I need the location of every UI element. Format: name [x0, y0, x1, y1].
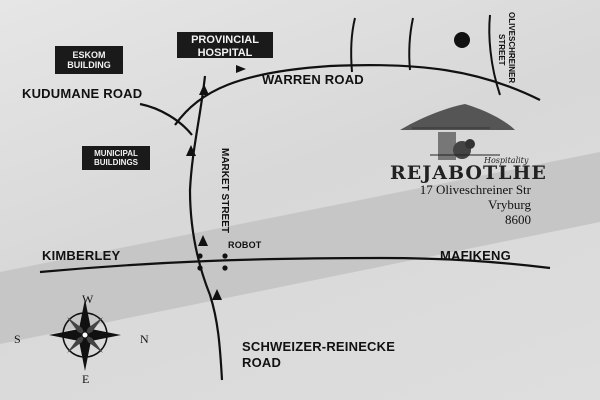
municipal-label-line2: BUILDINGS: [94, 158, 138, 168]
compass-north: N: [140, 332, 149, 346]
kimberley-label: KIMBERLEY: [42, 248, 121, 263]
logo-hut-icon: [400, 104, 515, 160]
route-arrow-market-4: [212, 289, 222, 300]
municipal-buildings-label: MUNICIPAL BUILDINGS: [82, 146, 150, 170]
schweizer-reinecke-road-label: SCHWEIZER-REINECKE ROAD: [242, 339, 395, 372]
destination-marker: [454, 32, 470, 48]
business-name: REJABOTLHE: [390, 162, 547, 184]
oliveschreiner-street-line: [488, 14, 501, 96]
eskom-building-label: ESKOM BUILDING: [55, 46, 123, 74]
compass-east: E: [82, 372, 90, 386]
kudumane-road: [139, 102, 193, 136]
address-street: 17 Oliveschreiner Str: [419, 182, 531, 197]
route-arrow-market-2: [186, 145, 196, 156]
municipal-label-line1: MUNICIPAL: [94, 149, 138, 158]
robot-signal: [197, 253, 203, 259]
market-street-label: MARKET STREET: [219, 148, 230, 233]
mafikeng-label: MAFIKENG: [440, 248, 511, 263]
schweizer-line1: SCHWEIZER-REINECKE: [242, 339, 396, 354]
railway-band: [0, 152, 600, 344]
robot-signal: [197, 265, 203, 271]
kudumane-road-label: KUDUMANE ROAD: [22, 86, 143, 101]
provincial-label-line2: HOSPITAL: [197, 46, 253, 59]
compass-rose-icon: [49, 299, 121, 371]
warren-road-label: WARREN ROAD: [262, 72, 364, 87]
schweizer-line2: ROAD: [242, 355, 282, 371]
compass-north-w: W: [82, 292, 94, 306]
eskom-label-line2: BUILDING: [67, 60, 111, 71]
robot-signal: [222, 265, 228, 271]
warren-road: [174, 63, 541, 126]
route-arrow-market-1: [199, 84, 209, 95]
oliveschreiner-street-label: OLIVESCHREINER STREET: [497, 12, 516, 83]
kimberley-mafikeng-road: [39, 256, 551, 274]
address-town: Vryburg: [487, 196, 531, 212]
oliveschreiner-line2: STREET: [497, 34, 507, 66]
robot-signal: [222, 253, 228, 259]
cross-street-1: [350, 17, 356, 73]
eskom-label-line1: ESKOM: [72, 50, 106, 60]
oliveschreiner-line1: OLIVESCHREINER: [507, 12, 516, 84]
provincial-hospital-label: PROVINCIAL HOSPITAL: [177, 32, 273, 59]
provincial-label-line1: PROVINCIAL: [191, 34, 259, 46]
route-arrow-warren: [236, 65, 246, 73]
market-street: [188, 75, 224, 381]
route-arrow-market-3: [198, 235, 208, 246]
robot-label: ROBOT: [228, 240, 262, 250]
business-tagline: Hospitality: [484, 156, 529, 165]
cross-street-2: [408, 17, 414, 71]
business-address: 17 Oliveschreiner Str Vryburg 8600: [392, 182, 531, 228]
compass-south: S: [14, 332, 21, 346]
address-postcode: 8600: [505, 211, 531, 227]
